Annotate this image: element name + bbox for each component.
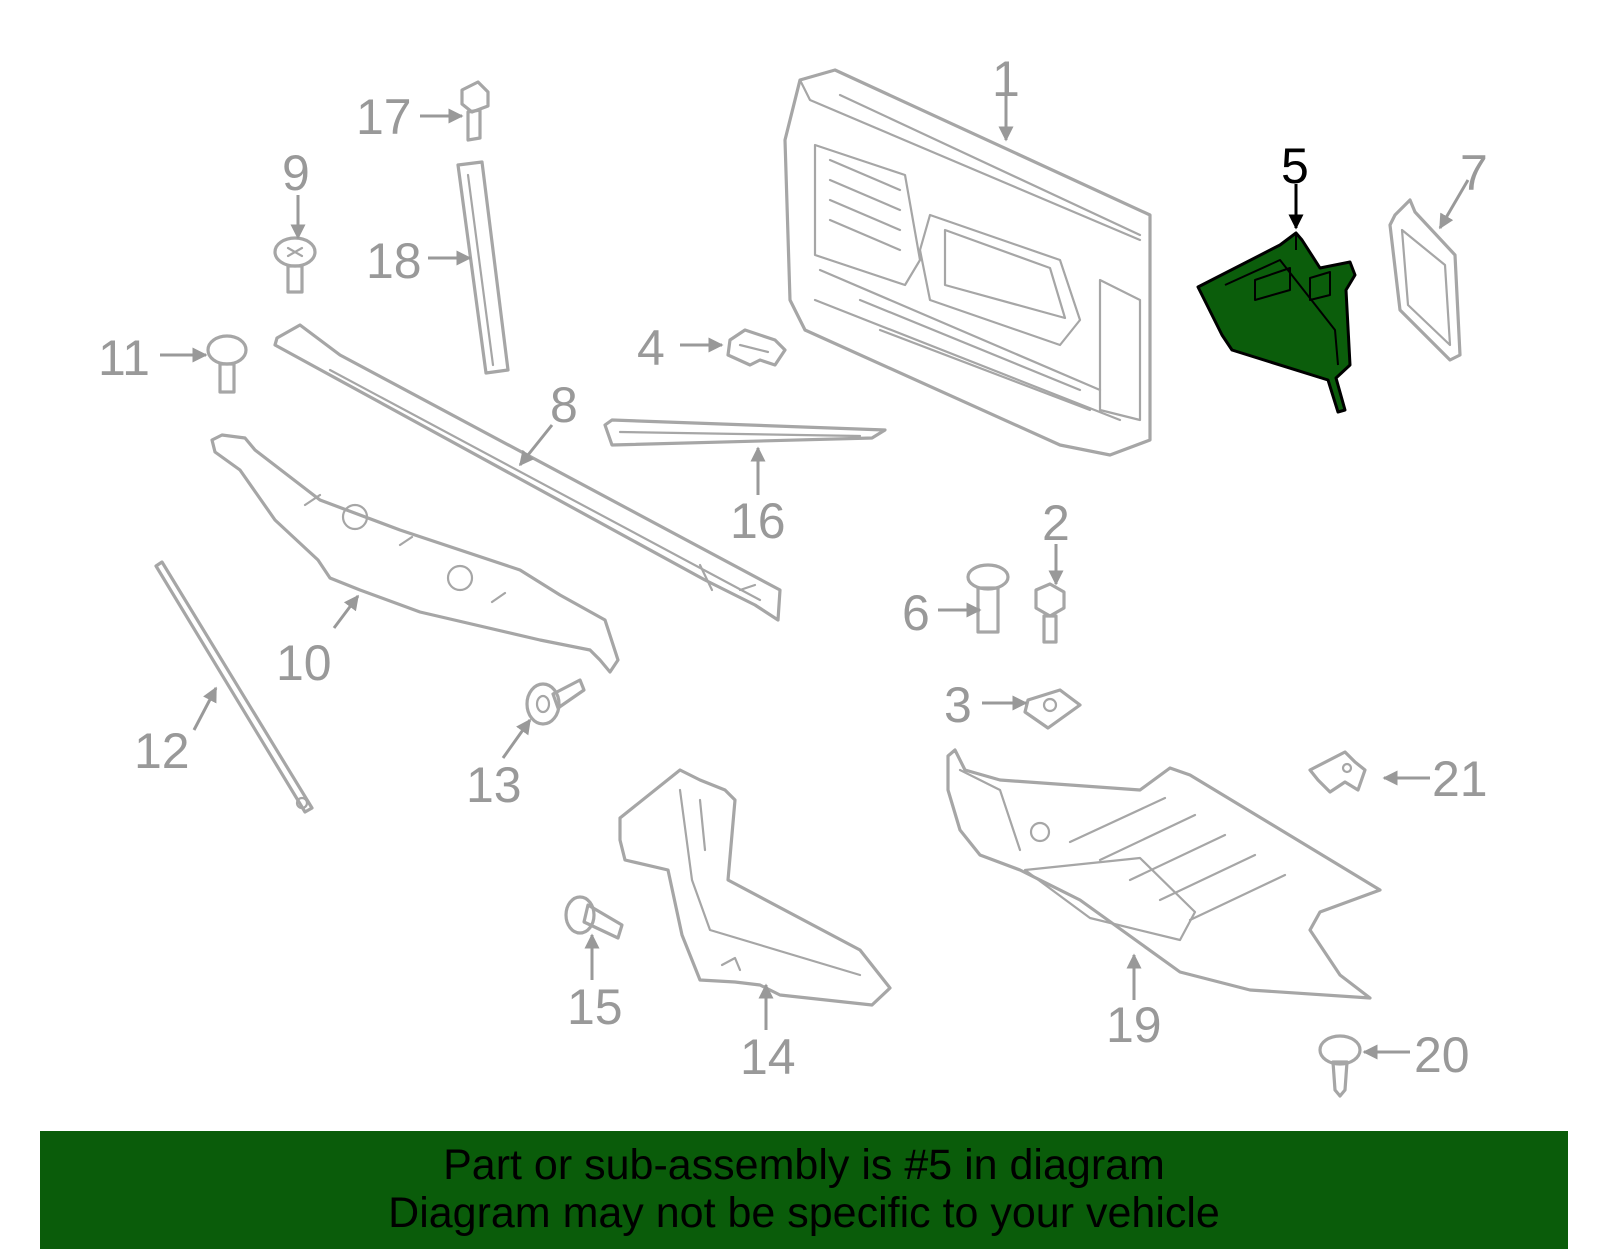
callout-4: 4: [637, 320, 665, 376]
part-3-clip-nut[interactable]: [1023, 688, 1082, 730]
callout-16: 16: [730, 493, 786, 549]
part-13-bolt[interactable]: [525, 678, 586, 726]
callout-9: 9: [282, 145, 310, 201]
callout-7: 7: [1460, 145, 1488, 201]
info-banner: Part or sub-assembly is #5 in diagram Di…: [40, 1131, 1568, 1249]
callout-14: 14: [740, 1029, 796, 1085]
part-2-nut-bolt[interactable]: [1034, 582, 1066, 644]
part-17-bolt[interactable]: [460, 80, 490, 142]
part-18-vertical-strip[interactable]: [456, 160, 510, 375]
banner-line-1: Part or sub-assembly is #5 in diagram: [443, 1141, 1165, 1189]
callout-10: 10: [276, 635, 332, 691]
part-1-radiator-support[interactable]: [783, 68, 1152, 457]
arrow-10: [332, 594, 360, 629]
banner-line-2: Diagram may not be specific to your vehi…: [388, 1189, 1220, 1237]
callout-12: 12: [134, 723, 190, 779]
arrow-8: [518, 424, 554, 467]
callout-13: 13: [466, 757, 522, 813]
part-6-bolt[interactable]: [966, 563, 1010, 634]
callout-21: 21: [1432, 751, 1488, 807]
callout-17: 17: [356, 89, 412, 145]
callout-labels: 1 5 7 17 9 18 11 4 8 16 2 6 10 3 12 13 2…: [98, 51, 1488, 1085]
arrow-13: [501, 718, 532, 759]
callout-1: 1: [992, 51, 1020, 107]
arrow-7: [1438, 179, 1470, 230]
part-11-screw[interactable]: [206, 334, 248, 394]
leader-arrows: [160, 95, 1470, 1060]
callout-11: 11: [98, 330, 150, 386]
callout-5: 5: [1281, 138, 1309, 194]
part-9-screw[interactable]: [273, 236, 317, 294]
callout-19: 19: [1106, 997, 1162, 1053]
callout-2: 2: [1042, 495, 1070, 551]
part-4-clip[interactable]: [726, 328, 787, 367]
callout-15: 15: [567, 979, 623, 1035]
part-20-screw[interactable]: [1318, 1034, 1362, 1098]
part-15-bolt[interactable]: [564, 895, 624, 940]
arrow-12: [192, 686, 218, 731]
callout-3: 3: [944, 677, 972, 733]
callout-8: 8: [550, 377, 578, 433]
callout-20: 20: [1414, 1027, 1470, 1083]
part-7-side-panel[interactable]: [1388, 198, 1462, 362]
part-10-lower-panel[interactable]: [210, 433, 620, 674]
part-8-cross-member[interactable]: [273, 323, 782, 622]
parts-diagram: 1 5 7 17 9 18 11 4 8 16 2 6 10 3 12 13 2…: [98, 51, 1488, 1098]
part-5-air-duct-highlighted[interactable]: [1196, 231, 1357, 414]
part-16-seal-strip[interactable]: [603, 418, 887, 447]
part-12-rod[interactable]: [154, 560, 314, 814]
part-21-bracket[interactable]: [1308, 750, 1367, 794]
part-14-side-shield[interactable]: [618, 768, 892, 1007]
callout-18: 18: [366, 233, 422, 289]
part-19-underbody-shield[interactable]: [946, 748, 1382, 1000]
callout-6: 6: [902, 585, 930, 641]
